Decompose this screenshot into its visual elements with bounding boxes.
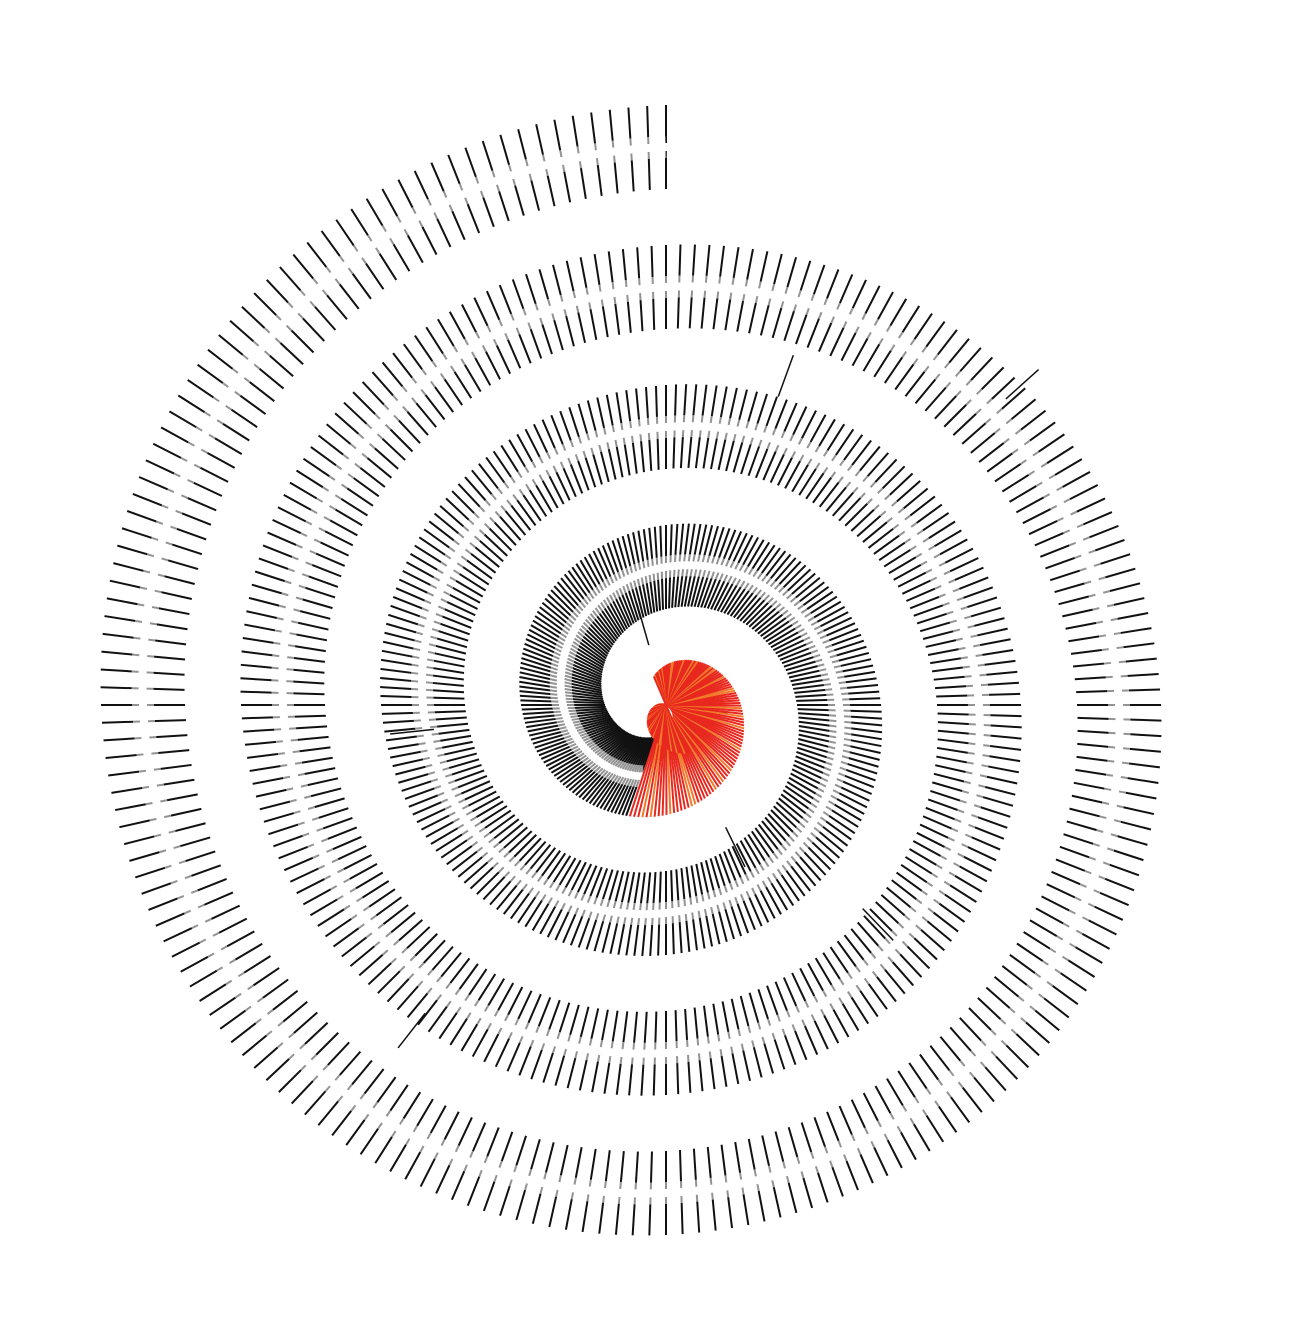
highlight-mark xyxy=(645,734,662,818)
gap-mark xyxy=(862,908,894,941)
highlight-mark xyxy=(633,735,659,818)
gap-mark xyxy=(390,728,435,735)
highlight-mark xyxy=(672,718,712,795)
gap-mark xyxy=(1005,368,1040,400)
highlight-mark xyxy=(641,734,661,818)
spiral-center-fade xyxy=(131,136,1131,1205)
highlight-mark xyxy=(637,735,660,818)
dark-mark-inner xyxy=(640,736,656,773)
highlight-mark xyxy=(649,733,664,818)
highlight-mark xyxy=(653,733,665,817)
gap-mark xyxy=(397,1012,426,1049)
highlight-mark xyxy=(672,717,715,793)
dark-spiral-marks xyxy=(100,105,1162,1236)
highlight-mark xyxy=(628,736,657,817)
gap-mark xyxy=(724,827,746,868)
gap-mark xyxy=(777,354,795,397)
highlight-mark xyxy=(652,676,688,755)
highlight-spiral-marks xyxy=(628,659,745,818)
gap-mark xyxy=(635,602,650,646)
